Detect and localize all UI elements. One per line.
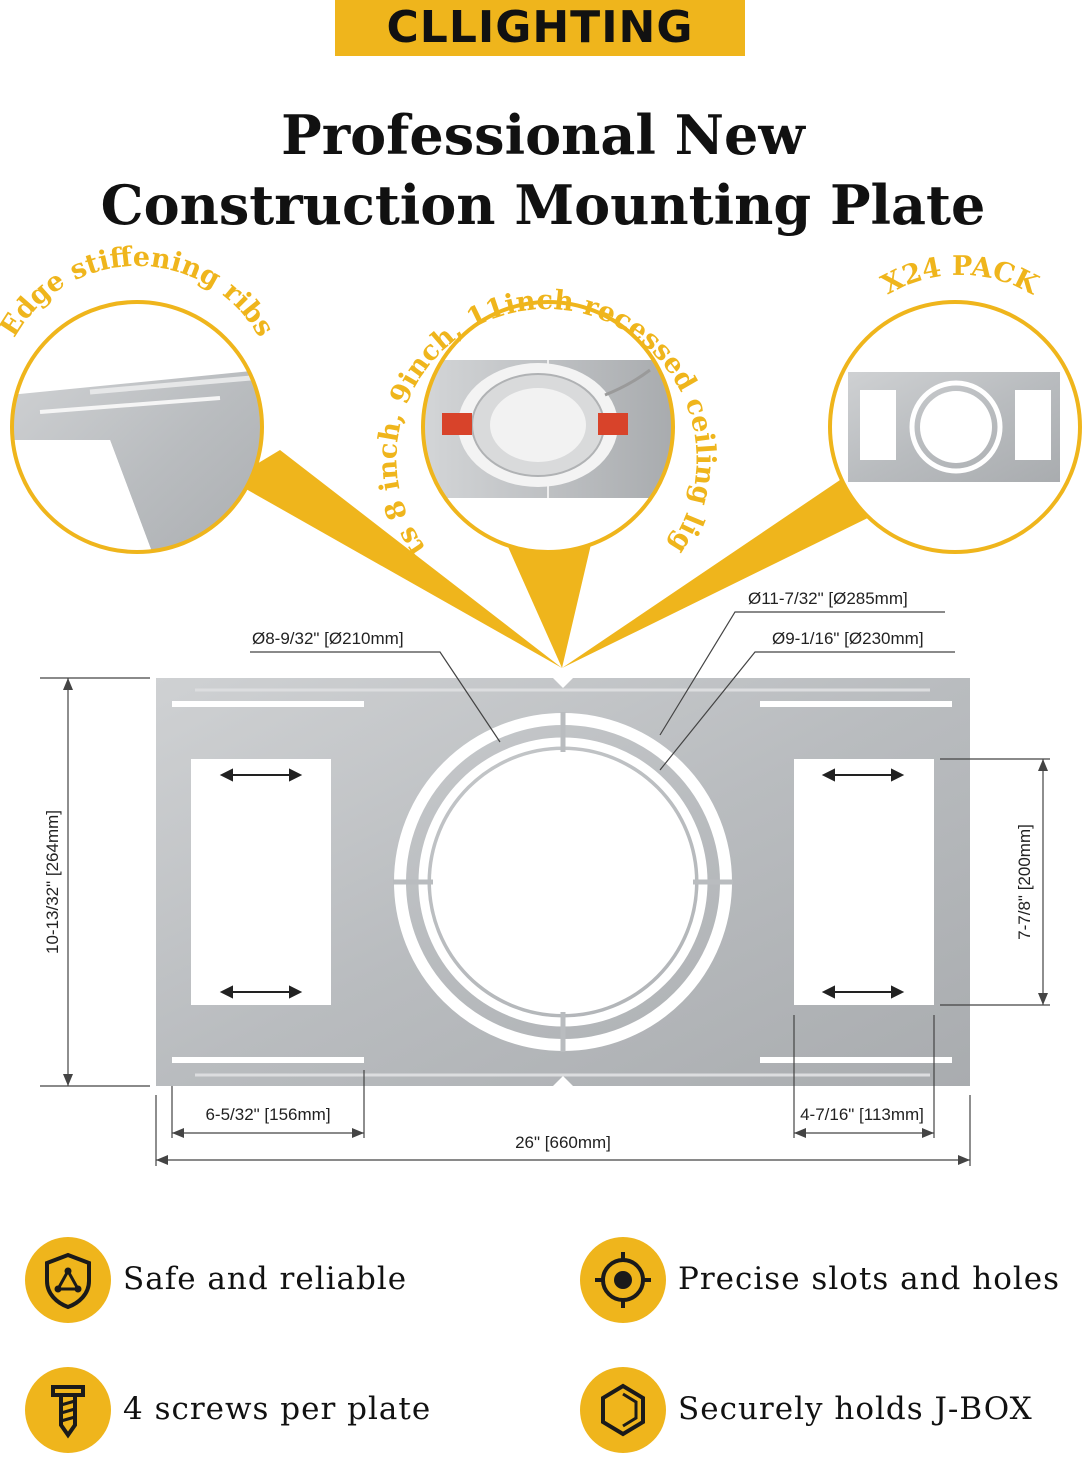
dimension-lines xyxy=(40,611,1050,1166)
mounting-plate xyxy=(156,678,970,1086)
zoom-circle-light xyxy=(421,300,675,554)
dim-slot-width: 4-7/16" [113mm] xyxy=(800,1105,924,1124)
feature-precise-label: Precise slots and holes xyxy=(678,1261,1061,1297)
callout-pack-text: X24 PACK xyxy=(876,251,1044,302)
dim-inner-ring: Ø8-9/32" [Ø210mm] xyxy=(252,629,404,648)
page-title: Professional New Construction Mounting P… xyxy=(0,100,1086,240)
title-line-1: Professional New xyxy=(281,103,805,167)
feature-jbox-label: Securely holds J-BOX xyxy=(678,1391,1033,1427)
title-line-2: Construction Mounting Plate xyxy=(100,173,986,237)
dim-middle-ring: Ø9-1/16" [Ø230mm] xyxy=(772,629,924,648)
dim-slot-height: 7-7/8" [200mm] xyxy=(1015,824,1034,940)
hexagon-icon xyxy=(580,1367,666,1453)
feature-screws-label: 4 screws per plate xyxy=(123,1391,432,1427)
callout-beam-right xyxy=(562,480,880,668)
dimension-arrows xyxy=(63,678,1048,1165)
dim-outer-ring: Ø11-7/32" [Ø285mm] xyxy=(748,589,908,608)
dim-height: 10-13/32" [264mm] xyxy=(43,810,62,954)
screw-icon xyxy=(25,1367,111,1453)
dim-slot-offset: 6-5/32" [156mm] xyxy=(205,1105,330,1124)
brand-logo-text: CLLIGHTING xyxy=(386,2,694,53)
feature-safe-label: Safe and reliable xyxy=(123,1261,408,1297)
callout-beam-middle xyxy=(505,540,592,668)
callout-beam-left xyxy=(230,450,562,668)
target-icon xyxy=(580,1237,666,1323)
shield-icon xyxy=(25,1237,111,1323)
zoom-circle-pack xyxy=(828,300,1082,554)
zoom-circle-ribs xyxy=(10,300,264,554)
brand-banner: CLLIGHTING xyxy=(335,0,745,56)
dim-width: 26" [660mm] xyxy=(515,1133,611,1152)
